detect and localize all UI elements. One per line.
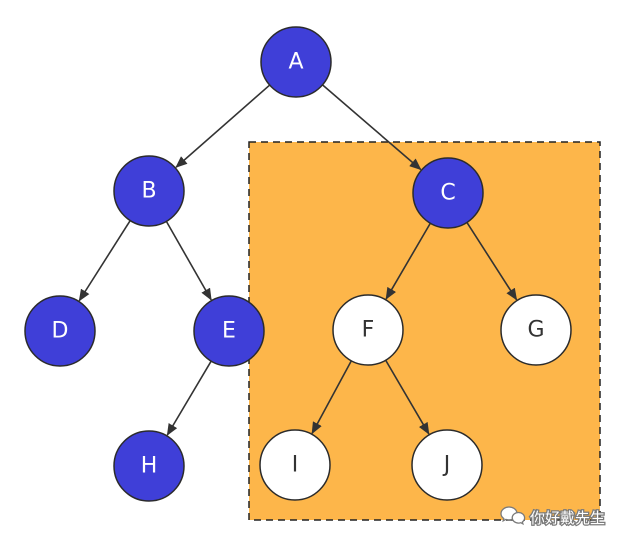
- edge-c-g: [464, 218, 518, 301]
- node-label: D: [52, 319, 69, 344]
- node-label: G: [527, 318, 544, 343]
- node-label: F: [362, 318, 375, 343]
- edge-b-e: [163, 217, 212, 301]
- node-circle: [113, 155, 185, 227]
- node-circle: [500, 294, 572, 366]
- node-circle: [259, 429, 331, 501]
- node-label: J: [442, 453, 451, 478]
- node-circle: [24, 295, 96, 367]
- node-circle: [113, 430, 185, 502]
- node-i: I: [259, 429, 331, 501]
- nodes-layer: A B C D E F G H I J: [24, 26, 572, 502]
- wechat-icon: [500, 506, 526, 526]
- node-circle: [411, 429, 483, 501]
- node-e: E: [193, 295, 265, 367]
- node-circle: [332, 294, 404, 366]
- node-h: H: [113, 430, 185, 502]
- watermark: 你好戴先生: [500, 506, 606, 528]
- node-label: H: [141, 454, 158, 479]
- edge-c-f: [385, 219, 434, 300]
- edge-a-c: [318, 81, 422, 171]
- node-d: D: [24, 295, 96, 367]
- watermark-text: 你好戴先生: [530, 509, 605, 527]
- edge-a-b: [175, 81, 274, 168]
- node-label: I: [292, 453, 299, 478]
- edge-b-d: [78, 216, 134, 302]
- node-circle: [193, 295, 265, 367]
- node-f: F: [332, 294, 404, 366]
- node-b: B: [113, 155, 185, 227]
- node-g: G: [500, 294, 572, 366]
- node-label: E: [222, 319, 236, 344]
- node-c: C: [412, 157, 484, 229]
- node-label: A: [288, 50, 303, 75]
- edges-layer: [78, 81, 518, 436]
- edge-f-j: [382, 356, 430, 435]
- node-circle: [260, 26, 332, 98]
- node-label: B: [141, 179, 156, 204]
- edge-f-i: [311, 356, 354, 435]
- node-label: C: [440, 181, 455, 206]
- node-circle: [412, 157, 484, 229]
- node-j: J: [411, 429, 483, 501]
- edge-e-h: [166, 357, 214, 436]
- node-a: A: [260, 26, 332, 98]
